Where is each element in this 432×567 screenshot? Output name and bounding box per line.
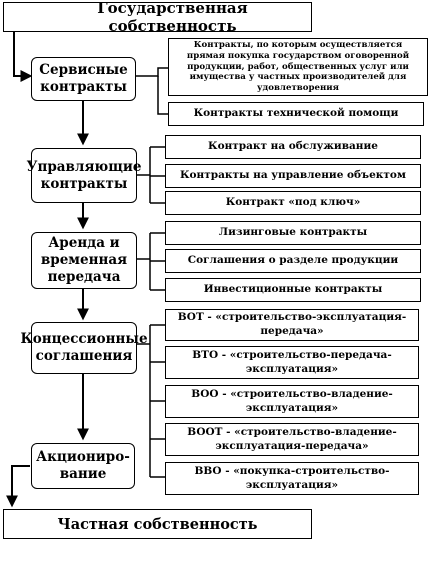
item-facility-management: Контракты на управление объектом (165, 164, 421, 188)
item-leasing-contracts: Лизинговые контракты (165, 221, 421, 245)
item-turnkey-contract: Контракт «под ключ» (165, 191, 421, 215)
item-production-sharing: Соглашения о разделе продукции (165, 249, 421, 273)
item-bto: BTO - «строительство-передача-эксплуатац… (165, 346, 419, 379)
private-ownership-box: Частная собственность (3, 509, 312, 539)
item-boo: BOO - «строительство-владение-эксплуатац… (165, 385, 419, 418)
item-boot: BOOT - «строительство-владение-эксплуата… (165, 423, 419, 456)
state-ownership-box: Государственная собственность (3, 0, 312, 35)
bracket-service (136, 67, 168, 115)
arrow-corporatization-to-private (6, 465, 30, 508)
item-direct-purchase-contracts: Контракты, по которым осуществляется пря… (168, 38, 428, 96)
stage-lease-transfer: Аренда и временная передача (31, 232, 137, 289)
item-bot: BOT - «строительство-эксплуатация-переда… (165, 309, 419, 341)
arrow-top-to-service (13, 32, 33, 82)
stage-concessions: Концессионные соглашения (20, 322, 148, 374)
item-investment-contracts: Инвестиционные контракты (165, 278, 421, 302)
stage-corporatization: Акциониро-вание (31, 443, 135, 489)
bracket-lease (137, 232, 165, 291)
item-technical-assistance: Контракты технической помощи (168, 102, 424, 126)
item-bbo: BBO - «покупка-строительство-эксплуатаци… (165, 462, 419, 495)
item-service-contract: Контракт на обслуживание (165, 135, 421, 159)
stage-management-contracts: Управляющие контракты (27, 148, 141, 203)
stage-service-contracts: Сервисные контракты (31, 57, 136, 101)
